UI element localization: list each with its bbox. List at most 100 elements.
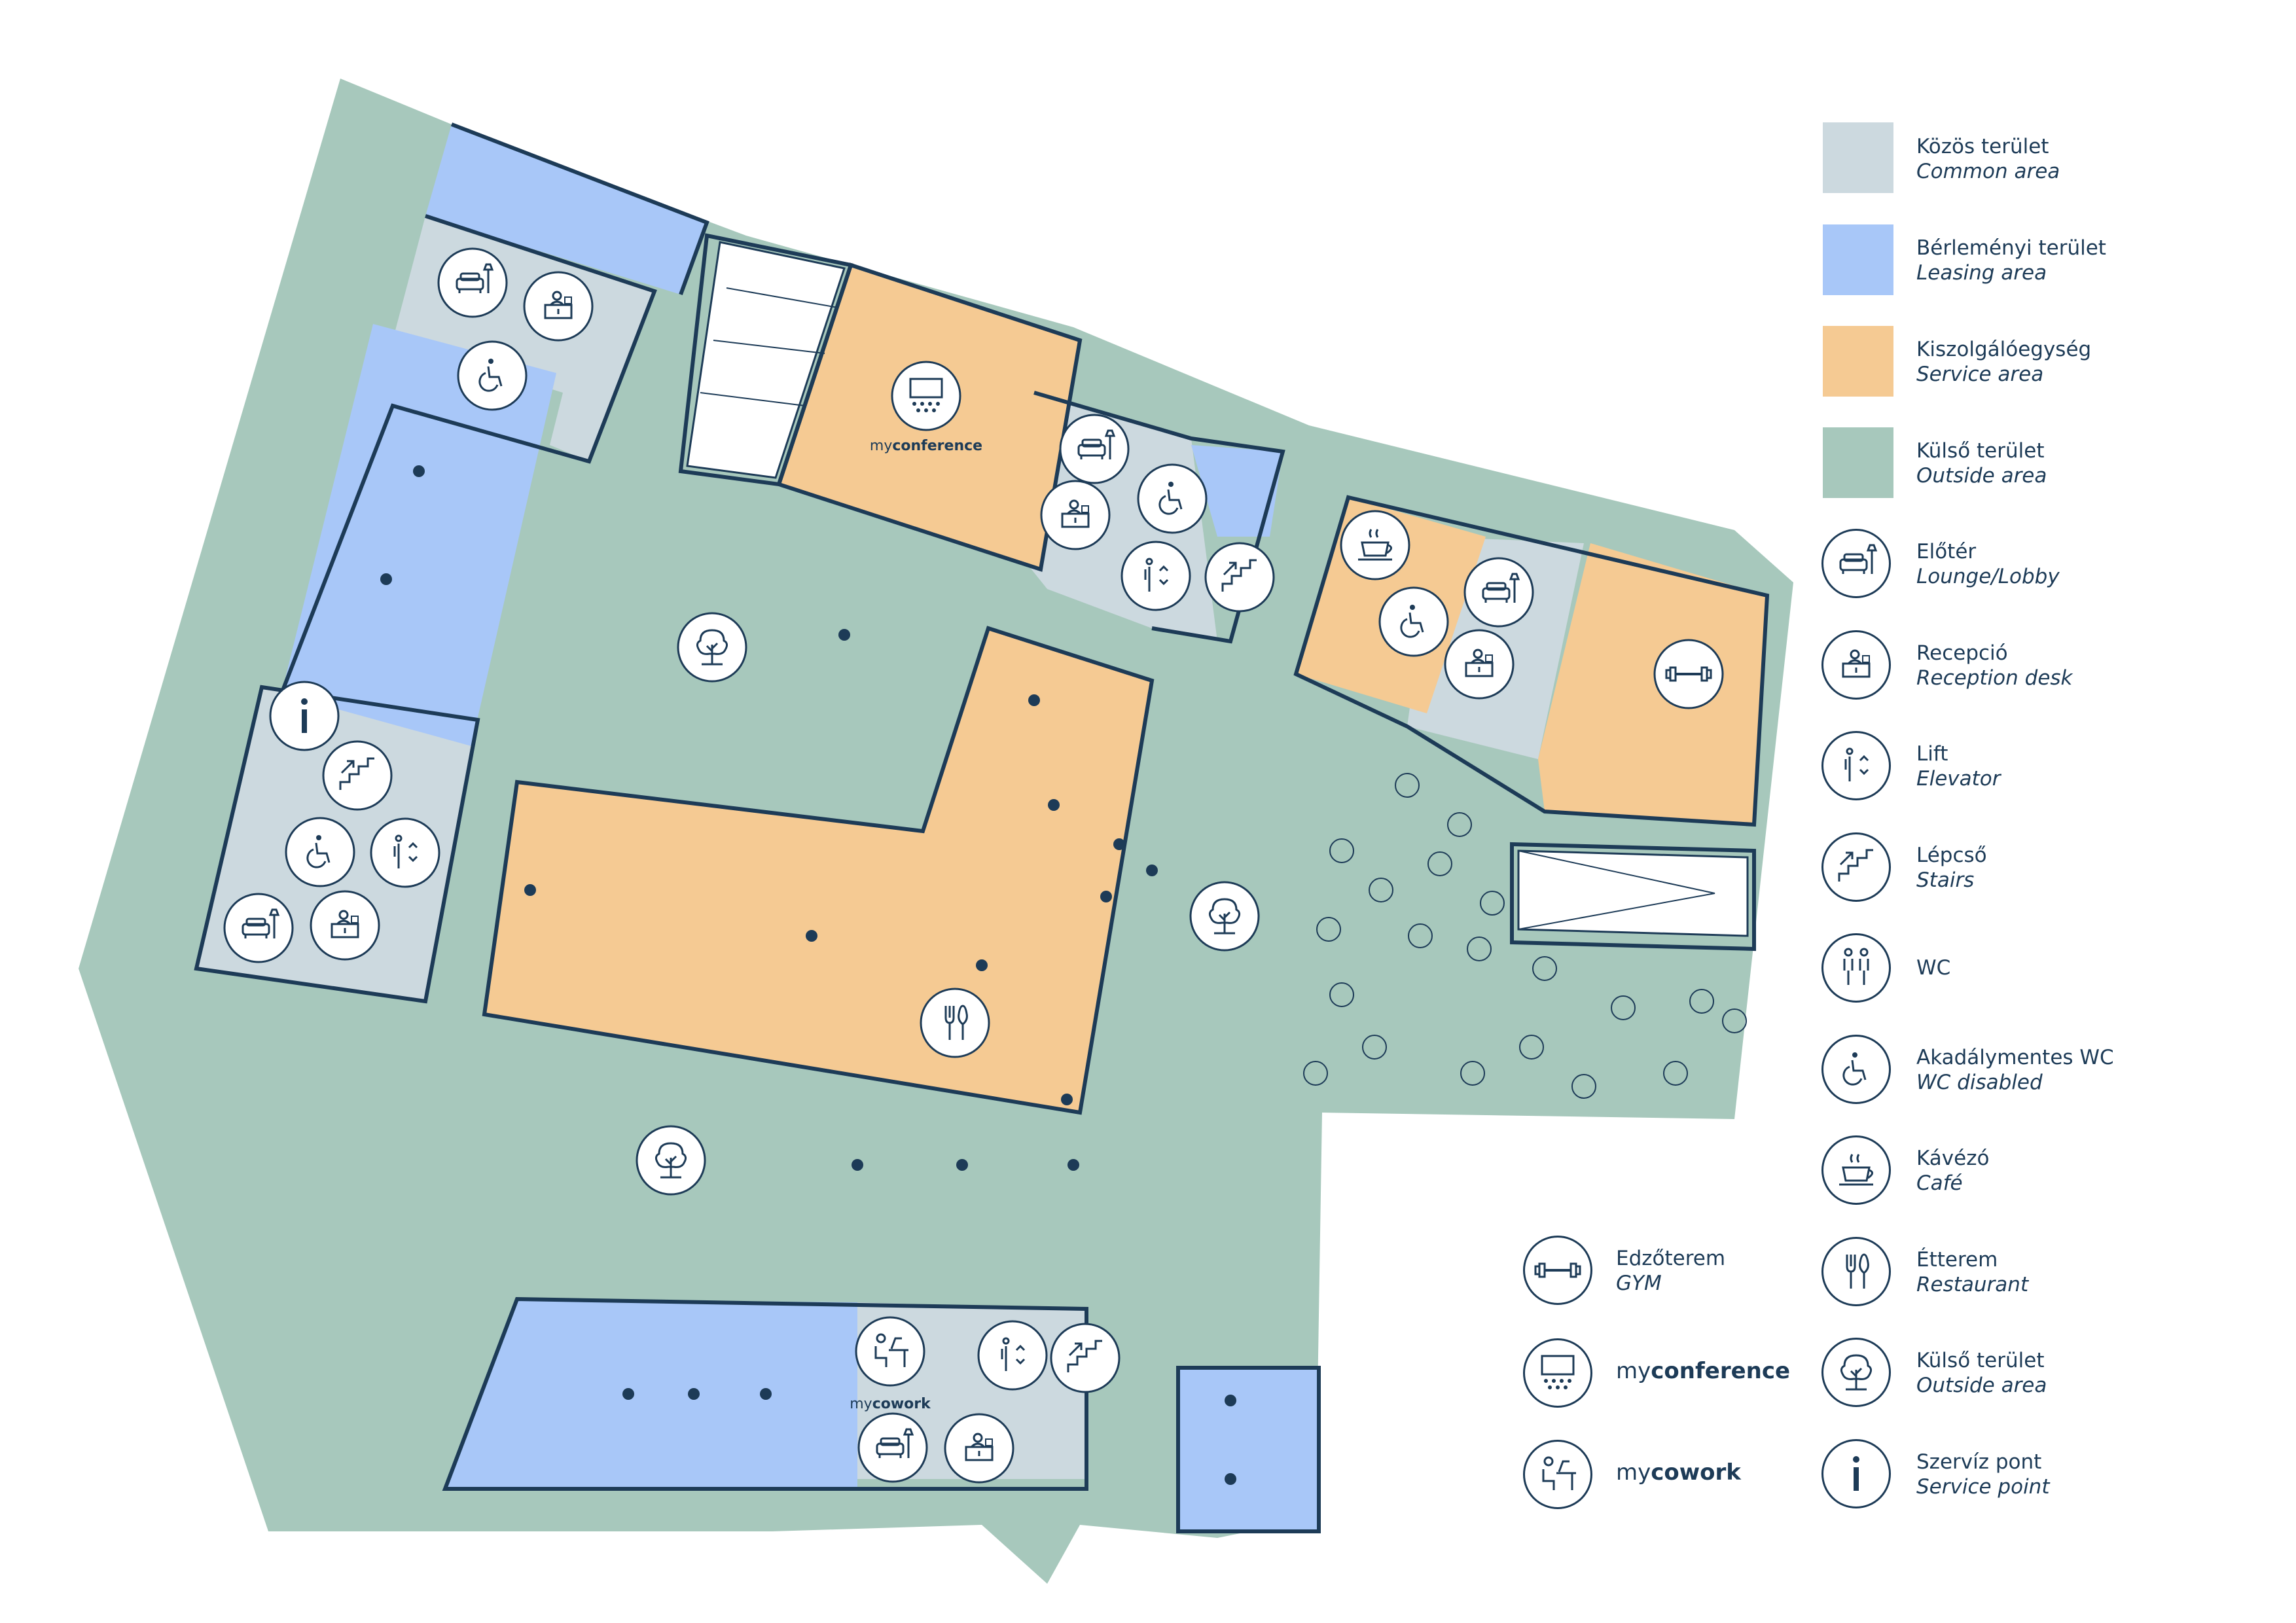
column-dot [956, 1159, 968, 1171]
tree-canopy [1519, 1035, 1544, 1060]
wheelchair-icon [1378, 586, 1449, 657]
column-dot [1225, 1473, 1236, 1485]
tree-canopy [1427, 851, 1452, 876]
legend-swatch-leasing [1823, 224, 1893, 295]
tree-canopy [1571, 1074, 1596, 1099]
column-dot [806, 930, 817, 942]
lounge-icon [1059, 414, 1130, 484]
projector-screen-icon [1523, 1338, 1592, 1408]
building-walls [194, 122, 1770, 1533]
stairs-icon [1204, 542, 1275, 613]
ramp-lines [700, 287, 1715, 930]
reception-desk-icon [1444, 629, 1515, 700]
leasing-area-regions [281, 124, 1319, 1531]
tree-icon [677, 612, 747, 683]
tree-canopy [1329, 982, 1354, 1007]
tree-canopy [1408, 923, 1433, 948]
reception-desk-icon [310, 890, 380, 961]
dumbbell-icon [1653, 639, 1724, 709]
ramp-structures [686, 241, 1749, 937]
tree-canopy [1460, 1061, 1485, 1086]
projector-screen-icon [891, 361, 961, 431]
column-dot [1146, 865, 1158, 876]
tree-canopy [1303, 1061, 1328, 1086]
wheelchair-icon [1137, 463, 1208, 534]
leasing-area-north [425, 124, 707, 294]
wc-icon [1821, 933, 1891, 1003]
column-dot [838, 629, 850, 641]
column-dot [380, 573, 392, 585]
service-area-gym [1538, 543, 1767, 825]
legend-swatch-common [1823, 122, 1893, 193]
elevator-icon [977, 1320, 1048, 1391]
tree-canopy [1369, 878, 1393, 902]
leasing-area-core-small [1191, 445, 1283, 537]
tree-canopy [1316, 917, 1341, 942]
lounge-icon [223, 893, 294, 963]
column-dot [1028, 694, 1040, 706]
tree-icon [1189, 881, 1260, 952]
stairs-icon [1821, 832, 1891, 902]
wheelchair-icon [1821, 1034, 1891, 1104]
tree-canopy [1722, 1008, 1747, 1033]
stairs-icon [1050, 1323, 1121, 1393]
map-label-cowork: mycowork [850, 1396, 931, 1412]
reception-desk-icon [944, 1413, 1014, 1484]
lounge-icon [437, 247, 508, 318]
desk-person-icon [855, 1316, 925, 1387]
tree-canopy [1689, 989, 1714, 1014]
elevator-icon [1821, 731, 1891, 800]
stairs-icon [322, 740, 393, 811]
column-dot [524, 884, 536, 896]
column-dot [1225, 1395, 1236, 1406]
tree-canopy [1663, 1061, 1688, 1086]
reception-desk-icon [1821, 630, 1891, 700]
map-label-conference: myconference [870, 438, 982, 454]
column-dot [1061, 1094, 1073, 1105]
desk-person-icon [1523, 1440, 1592, 1509]
tree-canopy [1467, 936, 1492, 961]
map-icon-badges [223, 247, 1724, 1484]
wheelchair-icon [457, 340, 528, 411]
column-dot [976, 959, 988, 971]
leasing-area-west [281, 324, 556, 746]
column-dot [622, 1388, 634, 1400]
coffee-cup-icon [1340, 510, 1410, 580]
column-dot [1113, 838, 1125, 850]
info-icon [269, 681, 340, 751]
garden-trees [1303, 773, 1747, 1099]
legend-brand-cowork: mycowork [1616, 1459, 1741, 1486]
column-dot [760, 1388, 772, 1400]
tree-canopy [1447, 812, 1472, 837]
info-icon [1821, 1438, 1891, 1508]
tree-canopy [1532, 956, 1557, 981]
reception-desk-icon [1040, 480, 1111, 550]
legend-swatch-outside [1823, 427, 1893, 498]
column-dot [413, 465, 425, 477]
dumbbell-icon [1523, 1236, 1592, 1305]
coffee-cup-icon [1821, 1135, 1891, 1205]
lounge-icon [1463, 557, 1534, 628]
tree-canopy [1395, 773, 1420, 798]
tree-canopy [1329, 838, 1354, 863]
tree-canopy [1611, 995, 1636, 1020]
leasing-area-southeast [1178, 1368, 1319, 1531]
column-dot [1067, 1159, 1079, 1171]
lounge-icon [857, 1412, 928, 1483]
fork-knife-icon [1821, 1236, 1891, 1306]
structural-columns [380, 465, 1236, 1485]
wheelchair-icon [285, 817, 355, 887]
